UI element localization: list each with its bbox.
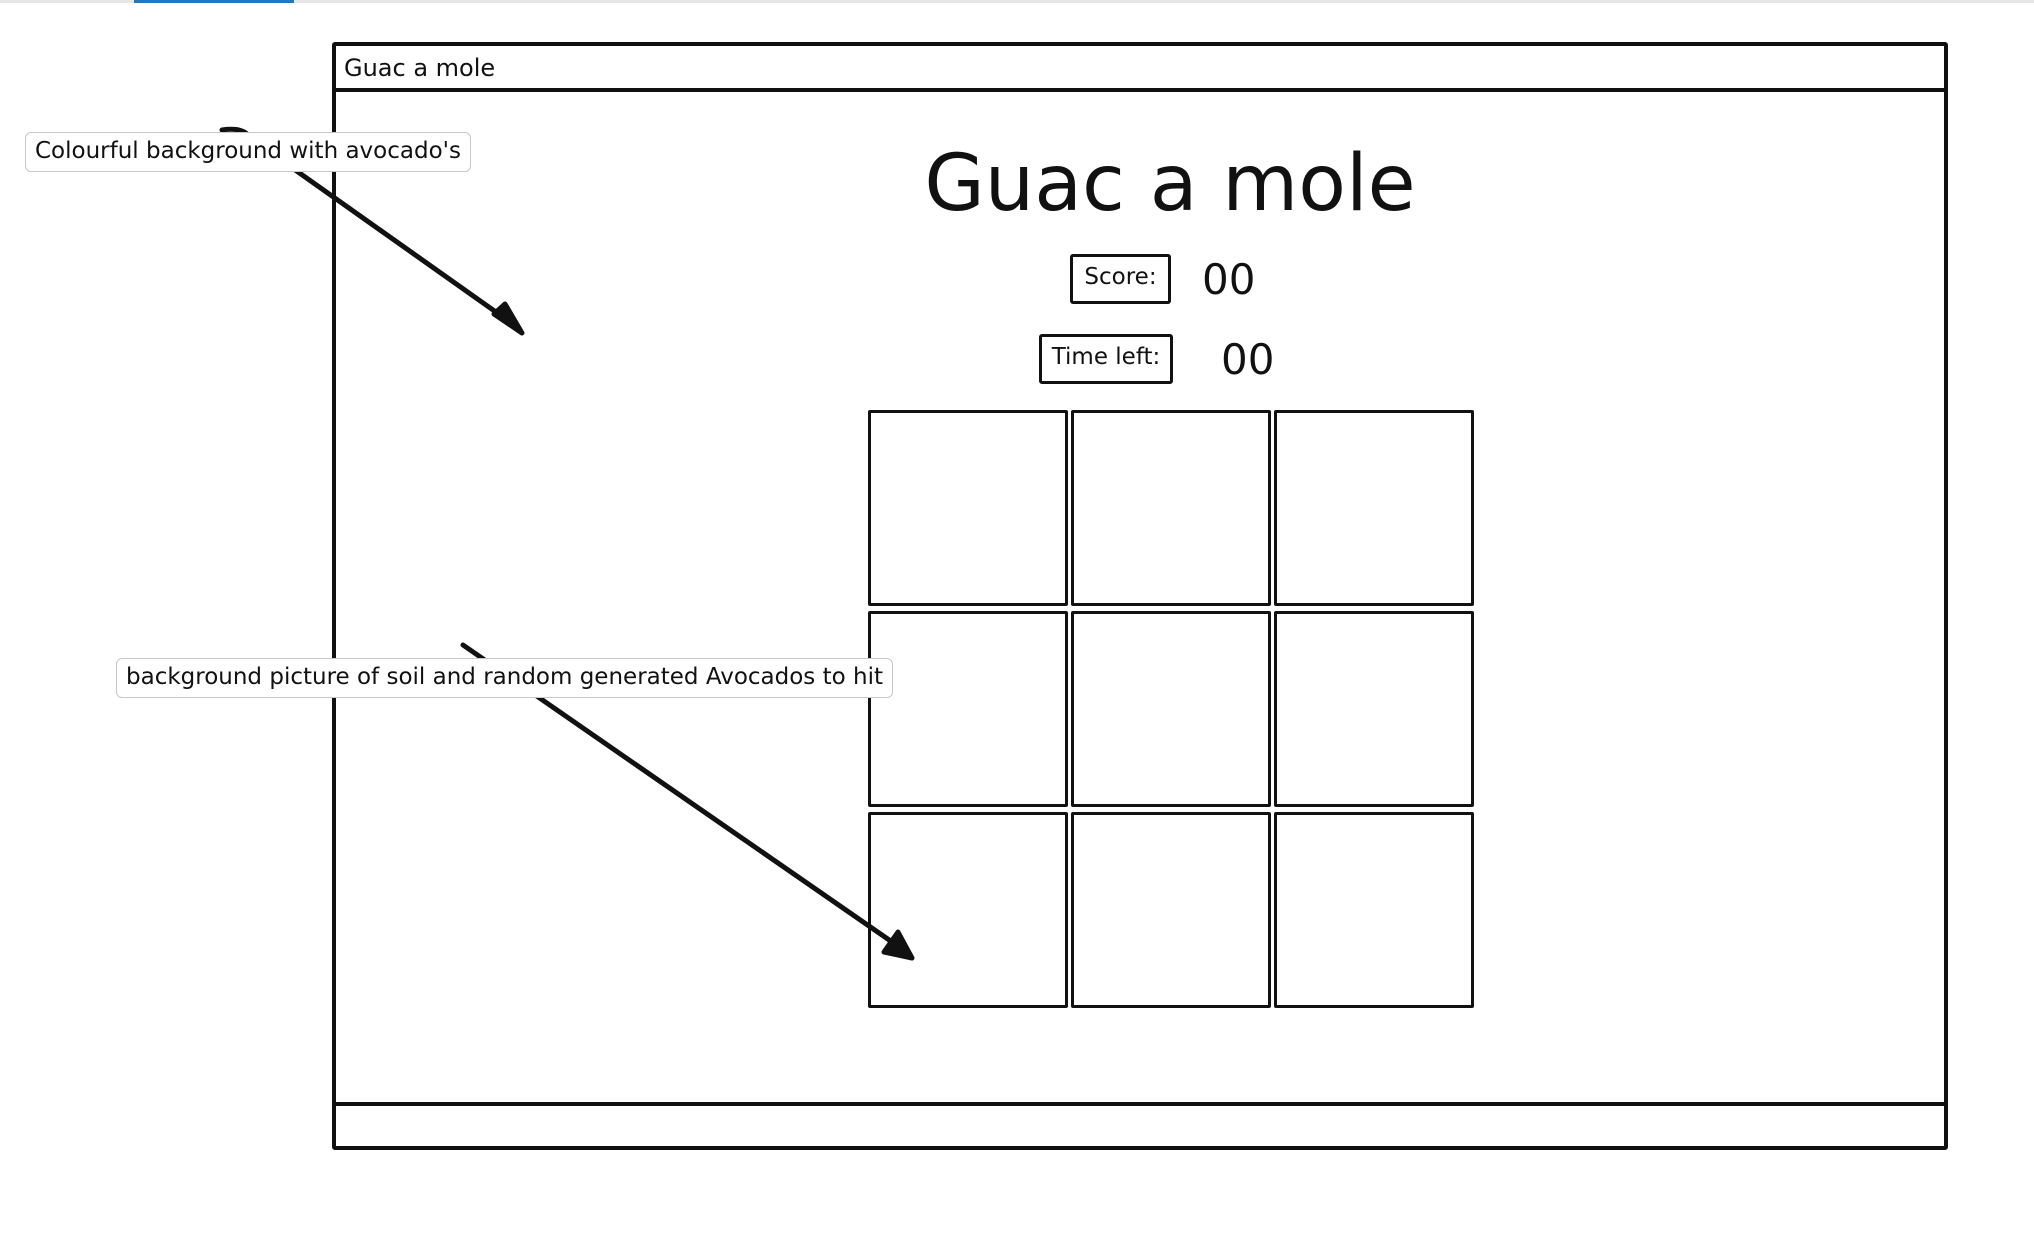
mole-hole[interactable] xyxy=(868,812,1068,1008)
window-title: Guac a mole xyxy=(344,54,496,82)
mole-grid xyxy=(868,410,1474,1008)
time-left-value: 00 xyxy=(1221,335,1275,384)
mole-hole[interactable] xyxy=(868,611,1068,807)
time-left-label: Time left: xyxy=(1039,334,1173,384)
window-titlebar: Guac a mole xyxy=(336,46,1944,92)
game-title: Guac a mole xyxy=(924,139,1416,229)
mole-hole[interactable] xyxy=(1071,812,1271,1008)
window-footer xyxy=(336,1102,1944,1146)
score-value: 00 xyxy=(1202,255,1256,304)
mole-hole[interactable] xyxy=(868,410,1068,606)
top-strip xyxy=(0,0,2034,3)
mole-hole[interactable] xyxy=(1274,410,1474,606)
mole-hole[interactable] xyxy=(1274,611,1474,807)
score-label: Score: xyxy=(1070,254,1171,304)
annotation-grid-note: background picture of soil and random ge… xyxy=(116,658,893,698)
mole-hole[interactable] xyxy=(1071,611,1271,807)
mole-hole[interactable] xyxy=(1274,812,1474,1008)
annotation-background-note: Colourful background with avocado's xyxy=(25,132,471,172)
mole-hole[interactable] xyxy=(1071,410,1271,606)
active-tab-indicator xyxy=(134,0,294,3)
